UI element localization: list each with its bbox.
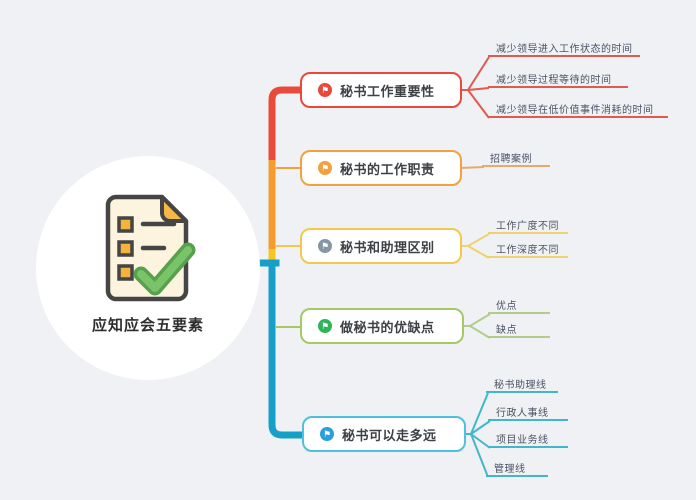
- leaf-item[interactable]: 减少领导过程等待的时间: [488, 71, 628, 88]
- flag-icon: ⚑: [318, 161, 332, 175]
- trunk-segment-teal: [268, 261, 303, 439]
- leaf-item[interactable]: 工作广度不同: [488, 217, 568, 234]
- leaf-fan-1: [460, 56, 490, 119]
- node-difference[interactable]: ⚑ 秘书和助理区别: [300, 228, 462, 264]
- leaf-item[interactable]: 缺点: [488, 321, 550, 338]
- leaf-fan-4: [462, 313, 491, 339]
- node-label: 秘书和助理区别: [340, 239, 435, 255]
- node-label: 秘书工作重要性: [340, 83, 435, 99]
- node-label: 秘书的工作职责: [340, 161, 435, 177]
- node-how-far[interactable]: ⚑ 秘书可以走多远: [302, 416, 466, 452]
- leaf-fan-3: [460, 233, 490, 259]
- central-topic-label: 应知应会五要素: [91, 317, 204, 334]
- node-label: 做秘书的优缺点: [340, 319, 435, 335]
- leaf-fan-2: [459, 166, 485, 169]
- leaf-item[interactable]: 优点: [488, 297, 550, 314]
- leaf-item[interactable]: 秘书助理线: [486, 376, 558, 393]
- leaf-item[interactable]: 招聘案例: [482, 150, 550, 167]
- checklist-check-icon: [105, 194, 196, 302]
- central-topic[interactable]: 应知应会五要素: [36, 156, 260, 380]
- node-importance[interactable]: ⚑ 秘书工作重要性: [300, 72, 462, 108]
- leaf-fan-5: [464, 392, 491, 478]
- flag-icon: ⚑: [318, 239, 332, 253]
- leaf-item[interactable]: 项目业务线: [488, 431, 568, 448]
- flag-icon: ⚑: [320, 427, 334, 441]
- leaf-item[interactable]: 减少领导在低价值事件消耗的时间: [488, 101, 668, 118]
- node-label: 秘书可以走多远: [342, 427, 437, 443]
- node-duties[interactable]: ⚑ 秘书的工作职责: [300, 150, 462, 186]
- flag-icon: ⚑: [318, 319, 332, 333]
- leaf-item[interactable]: 管理线: [486, 460, 548, 477]
- flag-icon: ⚑: [318, 83, 332, 97]
- node-pros-cons[interactable]: ⚑ 做秘书的优缺点: [300, 308, 464, 344]
- leaf-item[interactable]: 行政人事线: [488, 404, 568, 421]
- leaf-item[interactable]: 减少领导进入工作状态的时间: [488, 40, 640, 57]
- trunk-segment-red: [268, 86, 301, 162]
- leaf-item[interactable]: 工作深度不同: [488, 241, 568, 258]
